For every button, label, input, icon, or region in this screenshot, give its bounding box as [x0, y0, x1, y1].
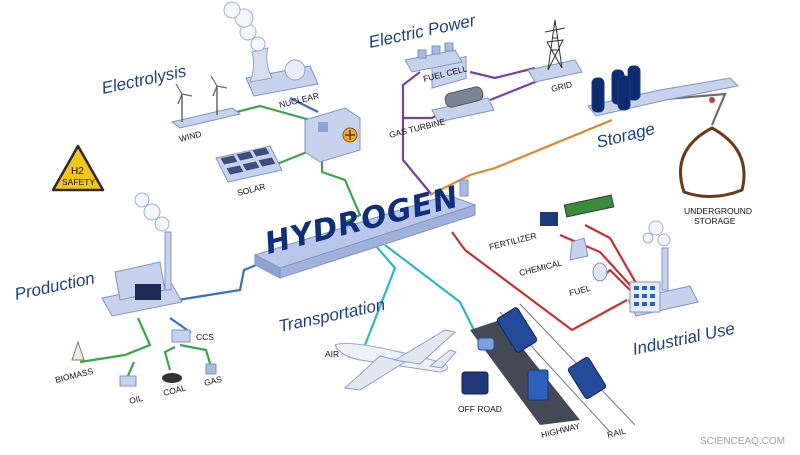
fertilizer-truck-icon — [540, 194, 615, 226]
production-group: Production CCS BIOMASS OIL COAL GAS — [13, 192, 223, 406]
wind-platform — [170, 107, 242, 129]
transportation-group: Transportation AIR OFF ROAD HIGHWAY RAIL — [277, 295, 636, 440]
label-fertilizer: FERTILIZER — [488, 231, 537, 252]
chemical-line — [559, 233, 631, 286]
airplane-icon — [334, 329, 457, 391]
label-underground-2: STORAGE — [694, 216, 736, 226]
nuclear-line — [289, 97, 319, 113]
section-industrial-use: Industrial Use — [631, 319, 737, 359]
fuel-cell-line — [401, 71, 421, 118]
highway-car-icon — [477, 337, 495, 351]
label-solar: SOLAR — [236, 181, 266, 198]
label-air: AIR — [325, 349, 339, 359]
label-fuel: FUEL — [568, 283, 592, 298]
power-hydrogen-line — [401, 118, 433, 196]
road-line — [384, 244, 479, 339]
valve-icon — [709, 97, 715, 103]
safety-symbol: H2 — [71, 166, 84, 177]
oil-pump-icon — [119, 375, 137, 387]
label-grid: GRID — [550, 79, 573, 94]
safety-text: SAFETY — [62, 177, 95, 187]
fertilizer-line — [451, 231, 628, 332]
label-rail: RAIL — [606, 426, 627, 440]
highway-truck-icon — [527, 369, 549, 401]
train-car-icon — [567, 357, 607, 399]
coal-line — [163, 346, 176, 371]
section-production: Production — [13, 268, 96, 303]
biomass-icon — [71, 340, 85, 361]
biomass-line — [79, 317, 152, 364]
label-underground-1: UNDERGROUND — [684, 206, 752, 216]
electrolysis-hydrogen-line — [320, 155, 362, 223]
label-gas: GAS — [203, 374, 223, 388]
distribution-stack — [459, 179, 469, 197]
label-biomass: BIOMASS — [54, 366, 94, 385]
grid-line — [469, 66, 536, 80]
fuel-cell-icon — [404, 42, 463, 73]
oil-line — [125, 361, 136, 379]
off-road-vehicle-icon — [461, 371, 489, 395]
ccs-unit-icon — [171, 329, 191, 343]
label-gas-turbine: GAS TURBINE — [388, 116, 446, 140]
label-coal: COAL — [162, 383, 187, 398]
wind-turbine-icon — [175, 75, 228, 122]
turbine-grid-line — [489, 78, 541, 102]
label-oil: OIL — [128, 393, 144, 406]
safety-warning-icon: H2 SAFETY — [51, 144, 105, 192]
storage-platform — [587, 77, 740, 117]
industrial-plant-icon — [627, 220, 699, 317]
air-line — [363, 244, 397, 346]
coal-pile-icon — [162, 373, 182, 383]
section-electric-power: Electric Power — [367, 10, 479, 51]
underground-storage-icon — [679, 97, 746, 198]
production-line — [164, 258, 269, 304]
gas-turbine-icon — [431, 86, 495, 123]
storage-line — [429, 118, 613, 196]
label-wind: WIND — [178, 129, 202, 144]
fan-blade-icon — [345, 130, 355, 140]
gas-well-icon — [205, 363, 217, 375]
label-nuclear: NUCLEAR — [278, 90, 320, 110]
solar-panels-icon — [215, 145, 283, 183]
label-off-road: OFF ROAD — [458, 404, 502, 414]
fuel-line — [584, 224, 641, 291]
electric-power-group: Electric Power FUEL CELL GAS TURBINE GRI… — [367, 10, 583, 140]
nuclear-plant-icon — [223, 1, 319, 97]
train-icon — [496, 307, 538, 353]
grid-pylon-icon — [527, 19, 583, 83]
storage-tanks-icon — [591, 65, 641, 113]
electrolyzer-building — [304, 107, 361, 163]
section-electrolysis: Electrolysis — [100, 61, 189, 98]
production-factory-icon — [101, 192, 183, 317]
watermark: SCIENCEAQ.COM — [700, 436, 785, 447]
highway-road — [470, 320, 580, 425]
label-chemical: CHEMICAL — [518, 258, 563, 278]
production-machinery-icon — [135, 284, 161, 300]
label-ccs: CCS — [196, 332, 214, 342]
fuel-tank-icon — [592, 262, 608, 282]
gas-line — [179, 343, 214, 371]
chemical-icon — [569, 237, 589, 261]
electrolyzer-window — [318, 122, 328, 132]
